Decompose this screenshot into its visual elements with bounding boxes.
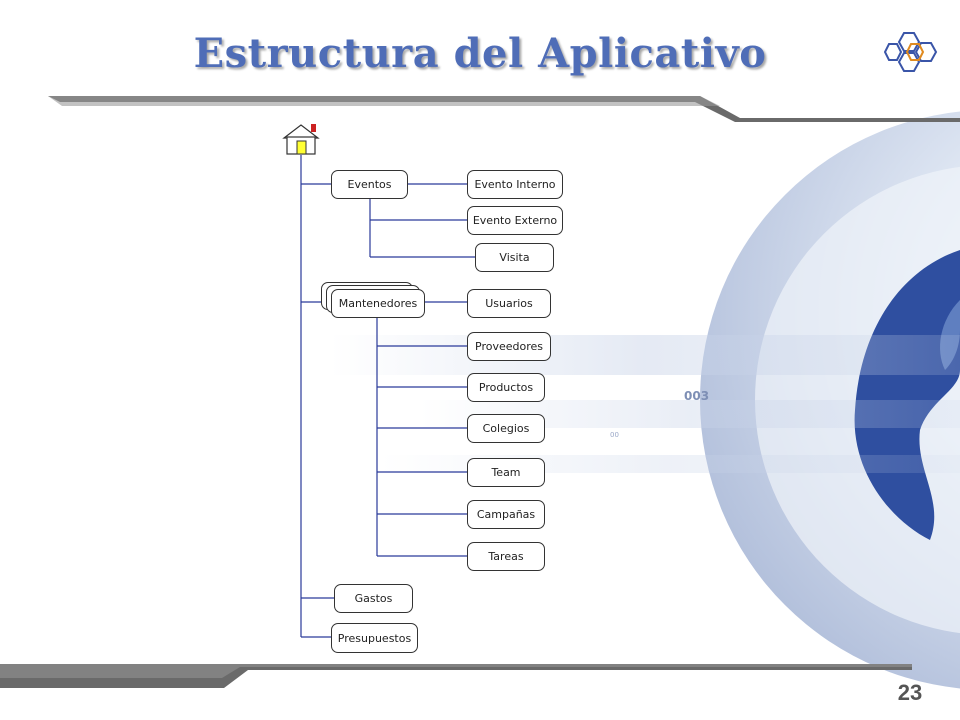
node-eventos[interactable]: Eventos xyxy=(331,170,408,199)
top-bar xyxy=(48,96,960,122)
node-presupuestos[interactable]: Presupuestos xyxy=(331,623,418,653)
node-mantenedores[interactable]: Mantenedores xyxy=(331,289,425,318)
bg-code-a: 003 xyxy=(684,389,709,403)
house-icon[interactable] xyxy=(282,122,322,156)
hexagon-cluster-logo-icon xyxy=(884,32,938,72)
node-team[interactable]: Team xyxy=(467,458,545,487)
node-visita[interactable]: Visita xyxy=(475,243,554,272)
node-campanas[interactable]: Campañas xyxy=(467,500,545,529)
node-evento-interno[interactable]: Evento Interno xyxy=(467,170,563,199)
slide-title: Estructura del Aplicativo xyxy=(193,30,767,77)
bottom-bar xyxy=(0,664,912,688)
node-colegios[interactable]: Colegios xyxy=(467,414,545,443)
node-evento-externo[interactable]: Evento Externo xyxy=(467,206,563,235)
node-productos[interactable]: Productos xyxy=(467,373,545,402)
node-tareas[interactable]: Tareas xyxy=(467,542,545,571)
node-gastos[interactable]: Gastos xyxy=(334,584,413,613)
page-number: 23 xyxy=(897,680,923,705)
node-usuarios[interactable]: Usuarios xyxy=(467,289,551,318)
bg-code-b: 00 xyxy=(610,431,619,439)
node-proveedores[interactable]: Proveedores xyxy=(467,332,551,361)
